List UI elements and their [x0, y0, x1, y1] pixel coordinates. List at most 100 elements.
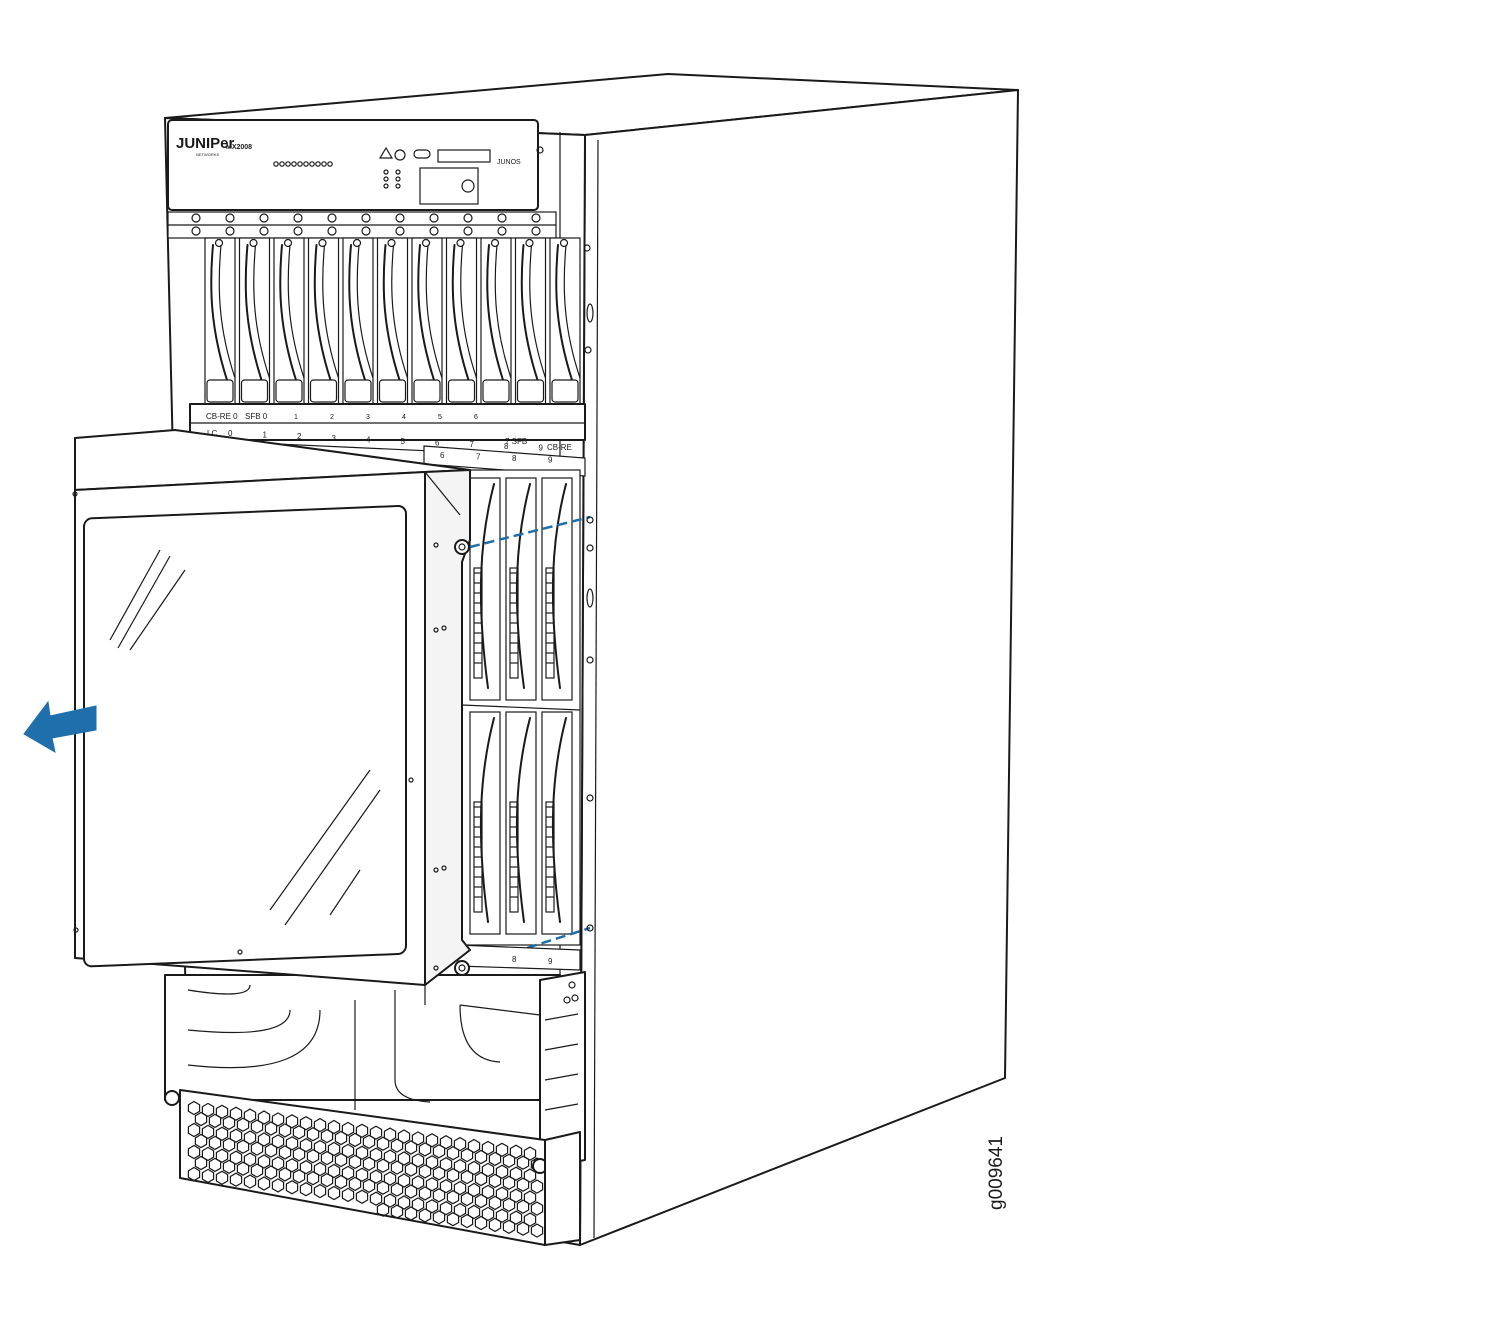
sfb-number-4: 4	[402, 414, 406, 421]
led-indicator	[383, 169, 389, 175]
filter-cell	[481, 1184, 495, 1200]
filter-cell	[187, 1122, 201, 1138]
card-ejector-handle	[563, 244, 581, 379]
front-cover-panel[interactable]	[72, 429, 471, 1005]
filter-cell	[467, 1182, 481, 1198]
filter-cell	[264, 1121, 278, 1136]
card-ejector-handle	[520, 244, 539, 399]
removal-arrow	[23, 700, 97, 753]
filter-cell	[215, 1104, 229, 1119]
card-ejector-handle	[460, 244, 478, 379]
filter-cell	[432, 1210, 446, 1225]
filter-cell	[446, 1146, 460, 1161]
filter-cell	[404, 1162, 418, 1177]
filter-cell	[215, 1148, 229, 1163]
filter-cell	[341, 1143, 355, 1159]
slot-indicator	[225, 213, 235, 223]
filter-cell	[250, 1119, 264, 1134]
bottom-slot-strip: 8 9	[457, 944, 581, 971]
filter-cell	[425, 1177, 439, 1192]
filter-cell	[194, 1155, 208, 1171]
card-ejector-handle	[417, 244, 435, 399]
filter-cell	[215, 1126, 229, 1141]
acout-button[interactable]	[413, 149, 431, 159]
alarm-relay-port	[437, 149, 491, 163]
filter-cell	[229, 1128, 243, 1143]
slot-indicator	[463, 213, 473, 223]
sfb-number-2: 2	[330, 414, 334, 421]
card-ejector-handle	[253, 244, 271, 379]
filter-cell	[481, 1140, 495, 1156]
filter-cell	[425, 1199, 439, 1214]
filter-cell	[523, 1146, 537, 1161]
filter-cell	[264, 1165, 278, 1180]
filter-cell	[306, 1149, 320, 1164]
filter-cell	[236, 1161, 250, 1176]
lower-number-9: 9	[548, 456, 553, 465]
lc-number-1: 1	[263, 431, 268, 440]
filter-cell	[474, 1149, 488, 1165]
filter-cell	[376, 1158, 390, 1173]
card-screw	[490, 238, 500, 248]
card-screw	[456, 238, 465, 248]
filter-cell	[313, 1183, 327, 1199]
filter-cell	[369, 1169, 383, 1184]
slot-indicator	[395, 226, 405, 236]
captive-screw-top[interactable]	[454, 539, 470, 555]
card-ejector-handle	[348, 244, 366, 399]
filter-cell	[355, 1167, 369, 1182]
captive-screw-bottom[interactable]	[454, 960, 470, 976]
filter-cell	[222, 1115, 236, 1130]
filter-cell	[208, 1135, 222, 1151]
filter-cell	[474, 1193, 488, 1209]
filter-cell	[299, 1160, 313, 1175]
rack-mount-holes	[583, 244, 594, 932]
filter-cell	[404, 1206, 418, 1221]
slot-indicator	[259, 226, 269, 236]
slot-indicator	[463, 226, 473, 236]
filter-cell	[488, 1217, 502, 1233]
card-screw	[387, 238, 396, 248]
filter-cell	[439, 1201, 453, 1216]
filter-cell	[201, 1168, 215, 1184]
filter-knob-left[interactable]	[164, 1090, 180, 1106]
filter-cell	[425, 1155, 439, 1170]
card-ejector-handle	[382, 244, 401, 399]
label-lc: LC	[207, 429, 217, 438]
filter-cell	[362, 1178, 376, 1193]
card-screw	[352, 238, 362, 248]
led-indicator	[315, 161, 321, 167]
filter-cell	[467, 1160, 481, 1176]
filter-cell	[439, 1135, 453, 1150]
filter-cell	[285, 1180, 299, 1195]
label-sfb-7: 7 SFB	[505, 437, 527, 446]
slot-indicator	[327, 213, 337, 223]
filter-cell	[502, 1219, 516, 1234]
filter-cell	[257, 1132, 271, 1147]
slot-indicator	[191, 226, 201, 236]
filter-cell	[334, 1174, 348, 1190]
filter-cell	[495, 1208, 509, 1223]
filter-cell	[397, 1151, 411, 1166]
sfb-number-5: 5	[438, 414, 442, 421]
filter-cell	[530, 1223, 544, 1238]
filter-cell	[509, 1144, 523, 1159]
filter-cell	[390, 1204, 404, 1219]
thumbscrew[interactable]	[461, 179, 475, 193]
lower-number-7: 7	[476, 453, 481, 462]
sfb-number-1: 1	[294, 414, 298, 421]
filter-cell	[362, 1134, 376, 1149]
filter-cell	[502, 1153, 516, 1168]
sfb-module	[541, 477, 573, 701]
alarm-button[interactable]	[394, 149, 406, 161]
filter-cell	[390, 1160, 404, 1175]
filter-cell	[222, 1159, 236, 1174]
led-indicator	[285, 161, 291, 167]
model-label: MX2008	[226, 144, 252, 151]
filter-cell	[355, 1189, 369, 1204]
lower-section	[164, 971, 586, 1169]
filter-cell	[418, 1186, 432, 1201]
filter-cell	[243, 1174, 257, 1189]
